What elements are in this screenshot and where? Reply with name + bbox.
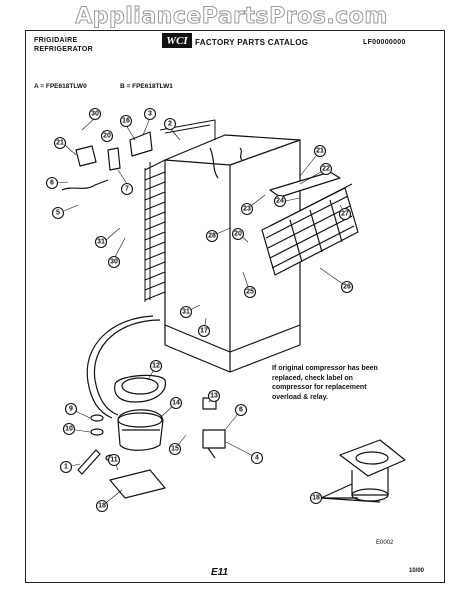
model-a-label: A = FPE618TLW0	[34, 83, 87, 90]
callout-16: 16	[119, 114, 133, 128]
callout-2: 2	[163, 117, 177, 131]
condenser-coil	[144, 119, 216, 302]
page-label: E11	[211, 567, 229, 578]
callout-11: 11	[107, 453, 121, 467]
svg-text:15: 15	[171, 446, 179, 453]
svg-text:17: 17	[200, 328, 208, 335]
callout-18: 18	[95, 499, 109, 513]
callout-26: 26	[340, 280, 354, 294]
callout-1: 1	[59, 460, 73, 474]
callout-4: 4	[250, 451, 264, 465]
svg-text:14: 14	[172, 400, 180, 407]
svg-text:10: 10	[65, 426, 73, 433]
callout-23: 23	[240, 202, 254, 216]
watermark: AppliancePartsPros.com	[75, 4, 388, 30]
svg-text:18: 18	[312, 495, 320, 502]
drain-clip	[77, 449, 101, 475]
callout-20: 20	[100, 129, 114, 143]
callout-22: 22	[319, 162, 333, 176]
model-b-label: B = FPE618TLW1	[120, 83, 173, 90]
svg-text:16: 16	[122, 118, 130, 125]
svg-text:30: 30	[91, 111, 99, 118]
callout-12: 12	[149, 359, 163, 373]
harness-part	[61, 179, 109, 191]
callout-10: 10	[62, 422, 76, 436]
svg-text:9: 9	[69, 406, 73, 413]
svg-text:25: 25	[246, 289, 254, 296]
callout-21b: 21	[313, 144, 327, 158]
svg-text:5: 5	[56, 210, 60, 217]
callout-6b: 6	[234, 403, 248, 417]
callout-20b: 20	[231, 227, 245, 241]
thermostat-bracket	[75, 145, 97, 167]
svg-text:20: 20	[234, 231, 242, 238]
callout-17: 17	[197, 324, 211, 338]
svg-text:12: 12	[152, 363, 160, 370]
svg-text:18: 18	[98, 503, 106, 510]
compressor	[117, 409, 164, 451]
svg-text:11: 11	[110, 457, 118, 464]
callout-7: 7	[120, 182, 134, 196]
catalog-title: FACTORY PARTS CATALOG	[195, 38, 309, 47]
compressor-detail-inset	[320, 439, 406, 503]
callout-28: 28	[205, 229, 219, 243]
catalog-date: 10/00	[409, 568, 425, 574]
svg-text:21: 21	[316, 148, 324, 155]
svg-text:21: 21	[56, 140, 64, 147]
callout-24: 24	[273, 194, 287, 208]
catalog-page-frame	[25, 30, 445, 583]
svg-text:24: 24	[276, 198, 284, 205]
start-relay	[202, 429, 226, 449]
callout-18b: 18	[309, 491, 323, 505]
callout-30b: 30	[107, 255, 121, 269]
svg-text:22: 22	[322, 166, 330, 173]
catalog-part-number: LF00000000	[363, 39, 406, 46]
callout-21: 21	[53, 136, 67, 150]
svg-text:31: 31	[182, 309, 190, 316]
figure-id: E0002	[376, 540, 394, 546]
svg-text:27: 27	[341, 211, 349, 218]
callout-5: 5	[51, 206, 65, 220]
svg-text:1: 1	[64, 464, 68, 471]
svg-text:31: 31	[97, 239, 105, 246]
compressor-replacement-note: If original compressor has been replaced…	[272, 365, 378, 401]
svg-text:7: 7	[125, 186, 129, 193]
svg-text:20: 20	[103, 133, 111, 140]
evaporator-assembly	[261, 171, 359, 276]
drain-tube	[93, 319, 161, 416]
svg-text:28: 28	[208, 233, 216, 240]
callout-13: 13	[207, 389, 221, 403]
svg-text:3: 3	[148, 111, 152, 118]
callout-25: 25	[243, 285, 257, 299]
callout-31: 31	[94, 235, 108, 249]
brand-name: FRIGIDAIRE	[34, 37, 78, 44]
callout-6: 6	[45, 176, 59, 190]
svg-text:4: 4	[255, 455, 259, 462]
svg-text:30: 30	[110, 259, 118, 266]
callout-30: 30	[88, 107, 102, 121]
svg-text:23: 23	[243, 206, 251, 213]
callout-27: 27	[338, 207, 352, 221]
refrigerator-cabinet	[164, 134, 301, 373]
callout-3: 3	[143, 107, 157, 121]
callout-14: 14	[169, 396, 183, 410]
drain-pan	[114, 374, 166, 403]
svg-text:6: 6	[239, 407, 243, 414]
callout-15: 15	[168, 442, 182, 456]
callouts: 30 21 20 6 5 16 3 2 7 31 30 21 22 23 24 …	[45, 107, 354, 513]
wci-logo: WCI	[162, 33, 192, 48]
callout-9: 9	[64, 402, 78, 416]
svg-text:13: 13	[210, 393, 218, 400]
svg-text:WCI: WCI	[166, 35, 188, 47]
product-type: REFRIGERATOR	[34, 46, 93, 53]
compressor-mount-base	[109, 469, 166, 499]
callout-31b: 31	[179, 305, 193, 319]
svg-text:26: 26	[343, 284, 351, 291]
svg-text:2: 2	[168, 121, 172, 128]
svg-text:6: 6	[50, 180, 54, 187]
